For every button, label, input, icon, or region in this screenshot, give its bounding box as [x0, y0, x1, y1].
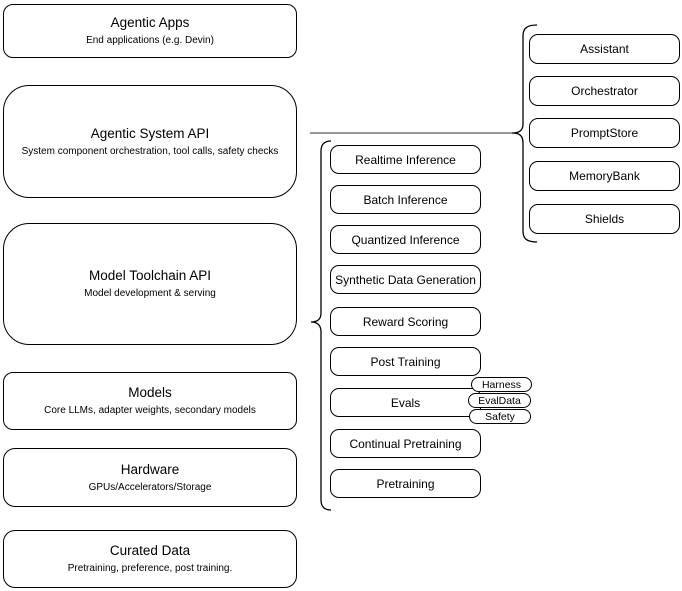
node-title: Hardware [120, 461, 180, 477]
node-evals: Evals [330, 388, 481, 417]
node-assistant: Assistant [529, 34, 680, 64]
node-reward-scoring: Reward Scoring [330, 307, 481, 336]
node-promptstore: PromptStore [529, 118, 680, 148]
node-title: Agentic System API [90, 125, 210, 141]
tag-harness: Harness [471, 377, 532, 392]
node-subtitle: End applications (e.g. Devin) [86, 35, 214, 46]
node-subtitle: System component orchestration, tool cal… [21, 145, 279, 157]
node-agentic-system-api: Agentic System API System component orch… [3, 85, 297, 198]
toolchain-group-brace [310, 140, 332, 511]
system-group-brace [511, 24, 538, 243]
node-post-training: Post Training [330, 347, 481, 376]
node-title: Curated Data [109, 543, 191, 559]
tag-evaldata: EvalData [468, 393, 531, 408]
node-synthetic-data-generation: Synthetic Data Generation [330, 265, 481, 294]
node-title: Models [128, 385, 172, 401]
node-shields: Shields [529, 204, 680, 234]
node-title: Agentic Apps [110, 15, 190, 31]
tag-safety: Safety [469, 409, 531, 424]
node-models: Models Core LLMs, adapter weights, secon… [3, 372, 297, 430]
node-realtime-inference: Realtime Inference [330, 145, 481, 174]
node-orchestrator: Orchestrator [529, 76, 680, 106]
node-quantized-inference: Quantized Inference [330, 225, 481, 254]
node-subtitle: Core LLMs, adapter weights, secondary mo… [44, 405, 256, 416]
node-continual-pretraining: Continual Pretraining [330, 429, 481, 458]
node-curated-data: Curated Data Pretraining, preference, po… [3, 530, 297, 588]
node-subtitle: Pretraining, preference, post training. [67, 563, 233, 574]
node-batch-inference: Batch Inference [330, 185, 481, 214]
node-agentic-apps: Agentic Apps End applications (e.g. Devi… [3, 4, 297, 58]
node-subtitle: GPUs/Accelerators/Storage [88, 481, 212, 493]
node-hardware: Hardware GPUs/Accelerators/Storage [3, 448, 297, 507]
node-pretraining: Pretraining [330, 469, 481, 498]
node-memorybank: MemoryBank [529, 161, 680, 191]
node-title: Model Toolchain API [88, 268, 212, 284]
node-subtitle: Model development & serving [84, 288, 216, 299]
node-model-toolchain-api: Model Toolchain API Model development & … [3, 223, 297, 345]
